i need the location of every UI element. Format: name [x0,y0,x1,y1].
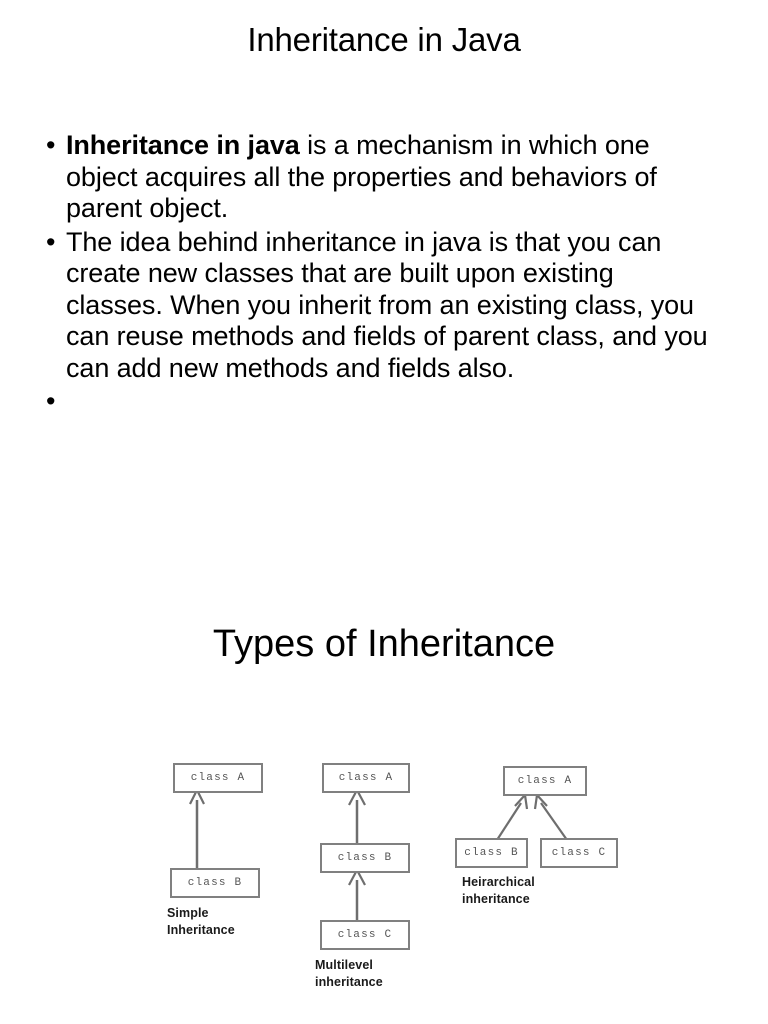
bullet-marker-icon: • [46,226,56,257]
bullet-text [66,386,712,417]
diagram-caption-simple: Simple Inheritance [167,906,235,937]
diagram-hierarchical-inheritance: class A class B class C Heirarchical inh… [445,750,635,940]
class-box-a: class A [322,763,410,793]
bullet-marker-icon: • [46,130,56,160]
section-heading: Types of Inheritance [212,623,556,665]
class-box-a: class A [503,766,587,796]
bullet-text: Inheritance in java is a mechanism in wh… [66,130,712,225]
diagram-caption-hierarchical: Heirarchical inheritance [462,875,535,906]
bullet-marker-icon: • [46,386,56,416]
diagram-caption-multilevel: Multilevel inheritance [315,958,383,989]
list-item: • Inheritance in java is a mechanism in … [40,130,712,225]
class-box-a: class A [173,763,263,793]
class-box-c: class C [540,838,618,868]
bullet-list: • Inheritance in java is a mechanism in … [40,130,712,419]
diagram-simple-inheritance: class A class B Simple Inheritance [155,750,295,965]
class-box-c: class C [320,920,410,950]
arrow-hierarchical-icon [496,794,568,841]
page-title: Inheritance in Java [247,21,521,58]
class-box-b: class B [320,843,410,873]
list-item: • The idea behind inheritance in java is… [40,227,712,385]
bullet-rest: The idea behind inheritance in java is t… [66,226,708,383]
list-item-empty: • [40,386,712,417]
diagram-multilevel-inheritance: class A class B class C Multilevel inher… [305,750,445,1010]
class-box-b: class B [170,868,260,898]
bullet-bold-lead: Inheritance in java [66,130,300,160]
class-box-b: class B [455,838,528,868]
inheritance-diagrams: class A class B Simple Inheritance class… [0,750,768,1010]
bullet-rest: is a mechanism in which one object acqui… [66,130,657,223]
bullet-text: The idea behind inheritance in java is t… [66,227,712,385]
